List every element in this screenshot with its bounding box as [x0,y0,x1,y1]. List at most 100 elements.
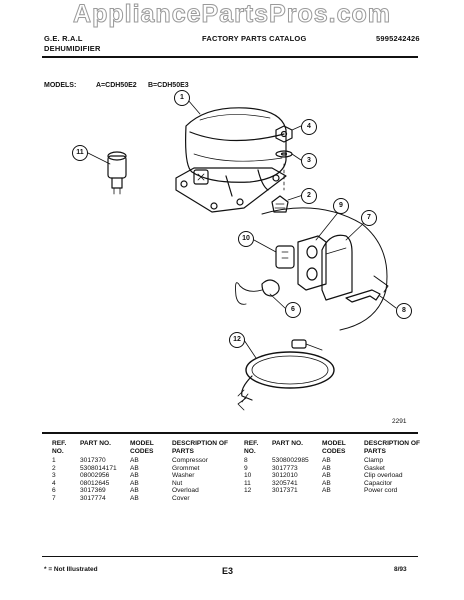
table-row: 7 3017774 AB Cover [52,495,234,503]
power-cord-drawing [237,339,335,411]
brand-label: G.E. R.A.L [44,34,83,43]
table-row: 12 3017371 AB Power cord [244,487,426,495]
gasket-drawing [297,235,327,291]
description-cell: Power cord [364,487,398,495]
capacitor-drawing [107,151,127,195]
part-number-cell: 3205741 [272,479,298,487]
part-number-cell: 3017773 [272,464,298,472]
model-b: B=CDH50E3 [148,82,189,89]
grommet-drawing [271,195,289,213]
ref-cell: 2 [52,464,56,472]
parts-table-right: REF. NO. PART NO. MODEL CODES DESCRIPTIO… [244,440,426,495]
table-row: 4 08012645 AB Nut [52,480,234,488]
watermark-text: AppliancePartsPros.com [73,0,391,29]
table-row: 3 08002956 AB Washer [52,472,234,480]
callout-2: 2 [301,188,317,204]
description-cell: Gasket [364,464,385,472]
ref-cell: 10 [244,472,252,480]
description-cell: Nut [172,479,183,487]
callout-10: 10 [238,231,254,247]
table-row: 8 5308002985 AB Clamp [244,457,426,465]
col-header-codes: MODEL CODES [130,440,154,455]
description-cell: Capacitor [364,479,393,487]
revision-date: 8/93 [394,566,407,573]
part-number-cell: 08002956 [80,472,110,480]
model-codes-cell: AB [130,494,139,502]
ref-cell: 8 [244,457,248,464]
col-header-desc: DESCRIPTION OF PARTS [364,440,421,455]
callout-3: 3 [301,153,317,169]
description-cell: Clamp [364,457,384,464]
clamp-drawing [345,275,389,303]
table-header-row: REF. NO. PART NO. MODEL CODES DESCRIPTIO… [244,440,426,457]
model-codes-cell: AB [322,472,331,480]
overload-drawing [235,245,295,305]
models-label: MODELS: [44,82,77,89]
ref-cell: 11 [244,479,251,487]
table-header-row: REF. NO. PART NO. MODEL CODES DESCRIPTIO… [52,440,234,457]
description-cell: Overload [172,487,199,495]
callout-8: 8 [396,303,412,319]
model-codes-cell: AB [130,464,139,472]
col-header-part: PART NO. [272,440,304,447]
callout-9: 9 [333,198,349,214]
cover-drawing [321,234,353,301]
part-number-cell: 3017370 [80,457,106,464]
model-codes-cell: AB [130,457,139,464]
model-codes-cell: AB [322,464,331,472]
part-number-cell: 3017371 [272,487,298,495]
parts-table-left: REF. NO. PART NO. MODEL CODES DESCRIPTIO… [52,440,234,503]
page-number: E3 [222,566,234,576]
table-row: 10 3012010 AB Clip overload [244,472,426,480]
model-codes-cell: AB [130,479,139,487]
ref-cell: 9 [244,464,248,472]
description-cell: Washer [172,472,195,480]
catalog-number: 5995242426 [376,34,420,43]
model-codes-cell: AB [130,472,139,480]
ref-cell: 12 [244,487,252,495]
part-number-cell: 5308014171 [80,464,117,472]
compressor-drawing [175,107,287,213]
footer-rule [42,556,418,557]
callout-1: 1 [174,90,190,106]
description-cell: Compressor [172,457,208,464]
model-codes-cell: AB [322,457,331,464]
catalog-title: FACTORY PARTS CATALOG [202,34,307,43]
col-header-part: PART NO. [80,440,112,447]
part-number-cell: 3012010 [272,472,298,480]
part-number-cell: 3017774 [80,494,106,502]
col-header-codes: MODEL CODES [322,440,346,455]
model-codes-cell: AB [130,487,139,495]
footnote: * = Not Illustrated [44,566,98,573]
table-row: 2 5308014171 AB Grommet [52,465,234,473]
table-row: 1 3017370 AB Compressor [52,457,234,465]
ref-cell: 1 [52,457,56,464]
callout-6: 6 [285,302,301,318]
col-header-ref: REF. NO. [244,440,259,455]
description-cell: Cover [172,494,190,502]
ref-cell: 3 [52,472,56,480]
col-header-desc: DESCRIPTION OF PARTS [172,440,229,455]
part-number-cell: 08012645 [80,479,110,487]
ref-cell: 4 [52,479,56,487]
callout-7: 7 [361,210,377,226]
table-top-rule [42,432,418,434]
description-cell: Grommet [172,464,200,472]
col-header-ref: REF. NO. [52,440,67,455]
product-label: DEHUMIDIFIER [44,44,101,53]
figure-number: 2291 [392,418,407,425]
callout-11: 11 [72,145,88,161]
model-codes-cell: AB [322,487,331,495]
model-a: A=CDH50E2 [96,82,137,89]
callout-4: 4 [301,119,317,135]
model-codes-cell: AB [322,479,331,487]
part-number-cell: 5308002985 [272,457,309,464]
ref-cell: 6 [52,487,56,495]
ref-cell: 7 [52,494,56,502]
description-cell: Clip overload [364,472,403,480]
table-row: 9 3017773 AB Gasket [244,465,426,473]
header-rule [42,56,418,58]
